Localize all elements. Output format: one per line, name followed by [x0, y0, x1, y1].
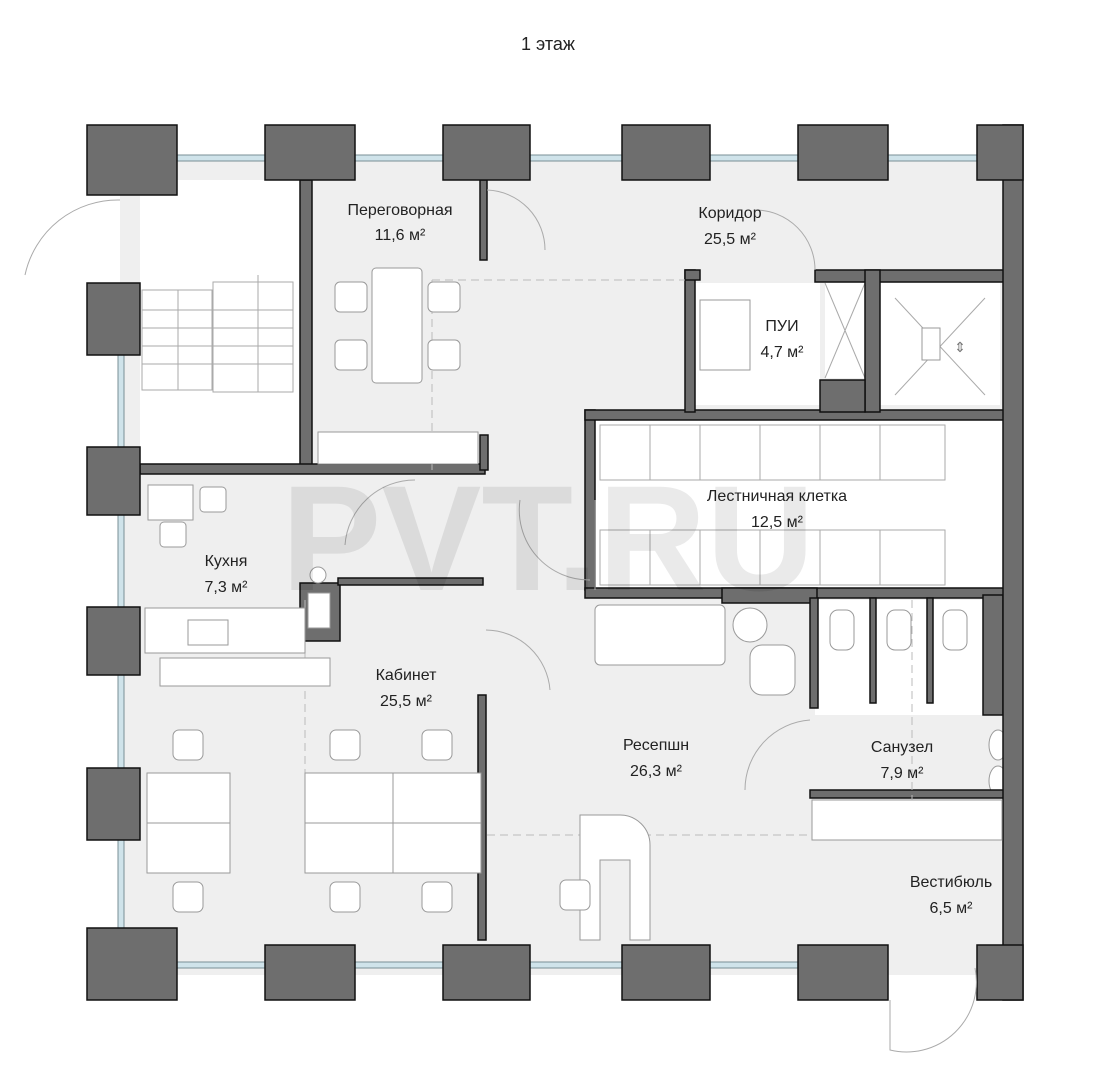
office-desks [146, 729, 482, 913]
room-name-pui: ПУИ [765, 318, 798, 335]
entry-door-left[interactable] [24, 199, 121, 276]
room-name-meeting: Переговорная [347, 202, 452, 219]
room-area-meeting: 11,6 м² [375, 227, 426, 244]
doors[interactable] [344, 189, 977, 1053]
room-area-bathroom: 7,9 м² [880, 765, 924, 782]
columns [86, 124, 1024, 1001]
room-name-kitchen: Кухня [205, 553, 248, 570]
room-name-cabinet: Кабинет [376, 667, 438, 684]
room-area-pui: 4,7 м² [760, 344, 804, 361]
elevator-arrows-icon: ⇕ [954, 339, 966, 355]
room-name-vestibule: Вестибюль [910, 874, 992, 891]
room-area-corridor: 25,5 м² [704, 231, 757, 248]
room-area-vestibule: 6,5 м² [929, 900, 973, 917]
walls [139, 124, 1024, 1001]
room-name-bathroom: Санузел [871, 739, 933, 756]
stairs-left [141, 275, 294, 393]
stairwell-right [592, 418, 1004, 590]
kitchen-furniture [144, 484, 331, 687]
meeting-table [317, 267, 479, 465]
room-area-reception: 26,3 м² [630, 763, 683, 780]
stairs-right [599, 424, 946, 586]
room-name-stairwell: Лестничная клетка [707, 488, 847, 505]
room-labels: Переговорная 11,6 м² Коридор 25,5 м² ПУИ… [204, 202, 992, 917]
reception-furniture [559, 604, 1003, 941]
room-area-kitchen: 7,3 м² [204, 579, 248, 596]
watermark: PVT.RU [281, 454, 814, 622]
stairwell-left [140, 180, 302, 466]
room-area-stairwell: 12,5 м² [751, 514, 804, 531]
person-icon [921, 327, 941, 361]
room-name-corridor: Коридор [698, 205, 761, 222]
room-name-reception: Ресепшн [623, 737, 689, 754]
floor-title: 1 этаж [521, 34, 575, 54]
room-area-cabinet: 25,5 м² [380, 693, 433, 710]
